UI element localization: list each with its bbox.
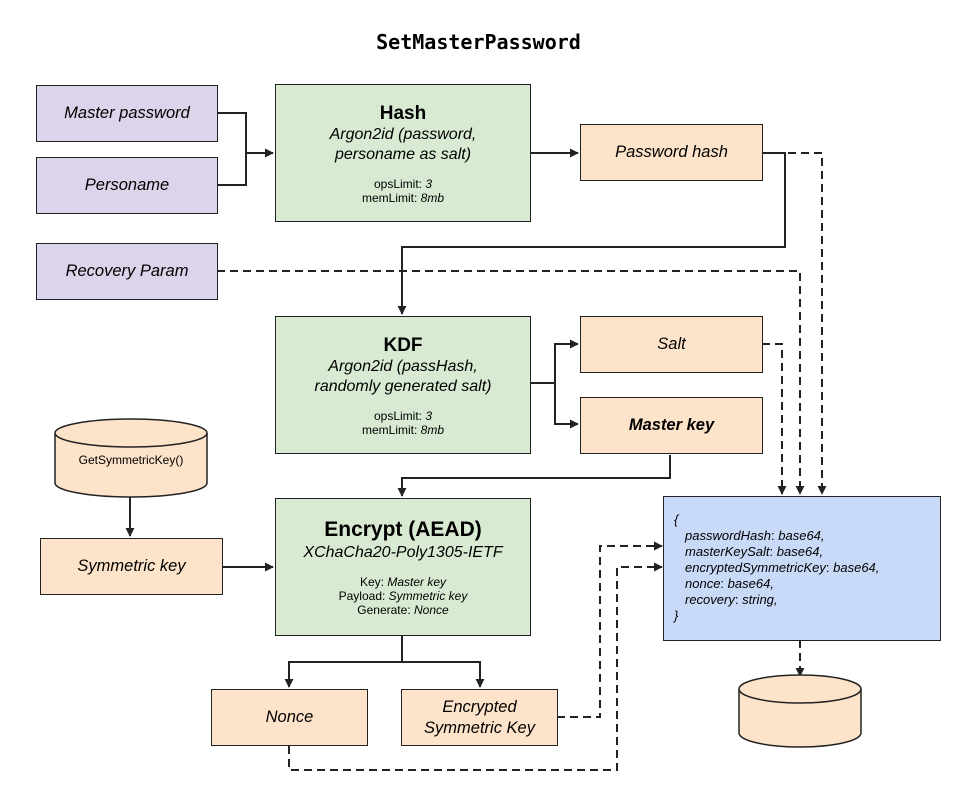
hash-line-2: personame as salt): [334, 145, 472, 163]
encrypted-symmetric-key-node: Encrypted Symmetric Key: [401, 689, 558, 746]
personame-label: Personame: [84, 176, 170, 194]
hash-mem-value: 8mb: [420, 190, 445, 205]
encrypt-payload-label: Payload:: [338, 589, 386, 603]
arrow-encrypt-to-encrypted-key: [402, 661, 485, 688]
get-symmetric-key-label: GetSymmetricKey(): [78, 453, 184, 467]
arrow-master-password-to-hash: [217, 112, 274, 158]
hash-mem-label: memLimit:: [361, 190, 418, 205]
record-field: passwordHash: base64,: [685, 528, 825, 543]
recovery-param-label: Recovery Param: [65, 262, 189, 280]
arrow-kdf-to-salt: [530, 339, 579, 384]
arrow-kdf-to-master-key: [554, 383, 579, 429]
record-field: nonce: base64,: [685, 576, 774, 591]
encrypt-generate-value: Nonce: [414, 603, 449, 617]
dashed-recovery-to-record: [217, 270, 805, 495]
kdf-node: KDF Argon2id (passHash, randomly generat…: [275, 316, 531, 454]
record-field: encryptedSymmetricKey: base64,: [685, 560, 880, 575]
encrypt-key-value: Master key: [387, 575, 447, 589]
hash-line-1: Argon2id (password,: [329, 125, 477, 143]
arrow-master-key-to-encrypt: [397, 455, 671, 497]
master-password-label: Master password: [64, 104, 190, 122]
hash-ops-value: 3: [425, 176, 433, 191]
kdf-title: KDF: [383, 334, 423, 356]
arrow-encrypt-to-nonce: [284, 636, 403, 688]
encrypt-title: Encrypt (AEAD): [324, 518, 482, 541]
nonce-label: Nonce: [265, 708, 314, 726]
record-close-brace: }: [674, 608, 679, 623]
get-symmetric-key-store: [54, 418, 208, 498]
encrypt-node: Encrypt (AEAD) XChaCha20-Poly1305-IETF K…: [275, 498, 531, 636]
encrypt-line-1: XChaCha20-Poly1305-IETF: [303, 544, 503, 561]
master-password-node: Master password: [36, 85, 218, 142]
encrypted-key-line-1: Encrypted: [442, 697, 517, 716]
salt-label: Salt: [657, 335, 686, 353]
encrypt-params: Key: Master key Payload: Symmetric key G…: [339, 575, 468, 617]
storage-database-icon: [738, 674, 862, 748]
encrypt-generate-label: Generate:: [357, 603, 411, 617]
dashed-nonce-to-record: [288, 562, 663, 771]
master-key-label: Master key: [628, 416, 715, 434]
hash-title: Hash: [379, 102, 427, 124]
kdf-line-1: Argon2id (passHash,: [328, 357, 478, 375]
record-field: masterKeySalt: base64,: [685, 544, 824, 559]
kdf-ops-value: 3: [425, 408, 433, 423]
dashed-salt-to-record: [762, 343, 787, 495]
diagram-title: SetMasterPassword: [376, 30, 581, 54]
password-hash-node: Password hash: [580, 124, 763, 181]
kdf-mem-value: 8mb: [420, 422, 445, 437]
password-hash-label: Password hash: [615, 143, 728, 161]
master-key-node: Master key: [580, 397, 763, 454]
hash-ops-label: opsLimit:: [373, 176, 422, 191]
dashed-encrypted-key-to-record: [557, 541, 663, 718]
record-field: recovery: string,: [685, 592, 778, 607]
symmetric-key-label: Symmetric key: [77, 557, 186, 575]
kdf-params: opsLimit: 3 memLimit: 8mb: [362, 409, 444, 437]
kdf-line-2: randomly generated salt): [314, 377, 492, 395]
nonce-node: Nonce: [211, 689, 368, 746]
kdf-ops-label: opsLimit:: [373, 408, 422, 423]
stored-record-node: { passwordHash: base64, masterKeySalt: b…: [663, 496, 941, 641]
record-open-brace: {: [674, 512, 679, 527]
encrypt-key-label: Key:: [359, 575, 384, 589]
encrypted-key-line-2: Symmetric Key: [424, 718, 535, 737]
hash-params: opsLimit: 3 memLimit: 8mb: [362, 177, 444, 205]
personame-node: Personame: [36, 157, 218, 214]
recovery-param-node: Recovery Param: [36, 243, 218, 300]
hash-node: Hash Argon2id (password, personame as sa…: [275, 84, 531, 222]
encrypt-payload-value: Symmetric key: [388, 589, 468, 603]
kdf-mem-label: memLimit:: [361, 422, 418, 437]
dashed-password-hash-to-record: [762, 152, 827, 495]
salt-node: Salt: [580, 316, 763, 373]
arrow-personame-to-hash: [217, 153, 247, 186]
symmetric-key-node: Symmetric key: [40, 538, 223, 595]
